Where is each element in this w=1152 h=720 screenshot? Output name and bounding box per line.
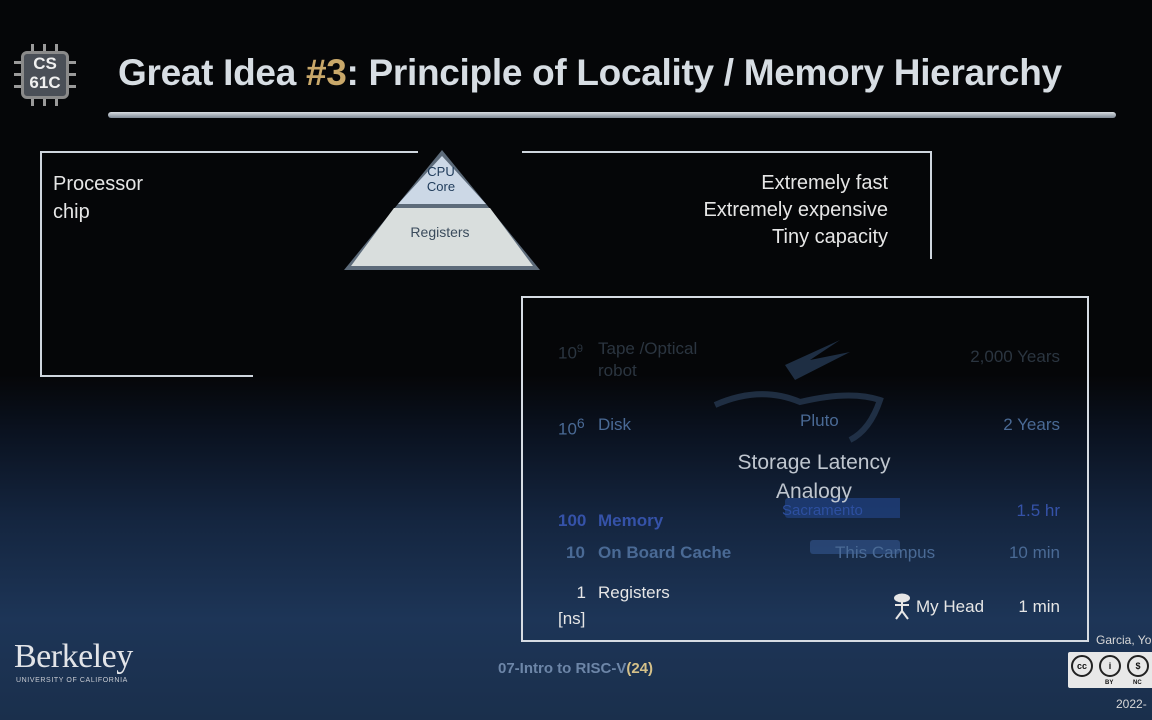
memory-hierarchy-pyramid — [344, 150, 540, 270]
chip-frame-top — [40, 151, 418, 153]
row-registers-place: My Head — [916, 597, 985, 616]
title-rest: : Principle of Locality / Memory Hierarc… — [346, 52, 1063, 93]
author-credit: Garcia, Yo — [1096, 633, 1152, 647]
row-memory-time: 1.5 hr — [1016, 501, 1060, 520]
chip-frame-right — [930, 151, 932, 259]
creative-commons-badge: cc i $ BY NC — [1068, 652, 1152, 688]
nc-icon: $ — [1127, 655, 1149, 677]
title-underline — [108, 112, 1116, 118]
berkeley-logo: Berkeley UNIVERSITY OF CALIFORNIA — [14, 638, 133, 685]
registers-tier-label: Registers — [410, 224, 470, 240]
row-memory-place: Sacramento — [782, 502, 863, 519]
row-cache-name: On Board Cache — [598, 543, 732, 562]
slide-number: (24) — [626, 660, 654, 677]
row-memory-exp: 100 — [558, 511, 587, 530]
by-icon: i — [1099, 655, 1121, 677]
slide-title: Great Idea #3: Principle of Locality / M… — [118, 50, 1128, 96]
processor-chip-label: Processor chip — [53, 170, 143, 226]
cpu-core-line1: CPU — [427, 164, 455, 179]
property-capacity: Tiny capacity — [772, 226, 888, 248]
logo-text: CS 61C — [29, 54, 61, 92]
cc-nc-label: NC — [1133, 680, 1142, 686]
property-cost: Extremely expensive — [703, 199, 888, 221]
title-prefix: Great Idea — [118, 52, 306, 93]
berkeley-subtitle: UNIVERSITY OF CALIFORNIA — [16, 677, 128, 684]
row-memory-name: Memory — [598, 511, 664, 530]
analogy-title-line1: Storage Latency — [737, 451, 891, 474]
row-registers-exp: 1 — [576, 583, 586, 602]
row-tape-time: 2,000 Years — [970, 347, 1060, 366]
chip-frame-bottom — [40, 375, 253, 377]
cc-by-label: BY — [1105, 680, 1114, 686]
row-tape-exp: 109 — [558, 343, 584, 363]
analogy-title-line2: Analogy — [776, 480, 852, 503]
cc-icon: cc — [1071, 655, 1093, 677]
row-disk-name: Disk — [598, 415, 632, 434]
faded-analogy-graphics — [713, 340, 900, 554]
row-disk-place: Pluto — [800, 411, 839, 430]
storage-latency-analogy-box — [521, 296, 1089, 642]
lecture-title: 07-Intro to RISC-V — [498, 660, 627, 677]
term-year: 2022- — [1116, 697, 1147, 711]
pyramid-registers-tier — [351, 208, 533, 266]
row-registers-time: 1 min — [1018, 597, 1060, 616]
chip-logo-body — [21, 51, 69, 99]
berkeley-wordmark: Berkeley — [14, 638, 133, 675]
cs61c-logo: CS 61C — [14, 44, 76, 106]
row-registers-name: Registers — [598, 583, 670, 602]
row-cache-time: 10 min — [1008, 543, 1060, 562]
chip-label-line2: chip — [53, 201, 90, 223]
lecture-footer: 07-Intro to RISC-V(24) — [498, 660, 653, 678]
analogy-title: Storage Latency Analogy — [720, 448, 908, 506]
cpu-core-line2: Core — [426, 179, 456, 194]
row-disk-time: 2 Years — [1003, 415, 1060, 434]
latency-unit: [ns] — [558, 609, 586, 628]
cpu-core-label: CPU Core — [412, 164, 470, 194]
register-properties: Extremely fast Extremely expensive Tiny … — [600, 170, 888, 251]
person-icon — [894, 593, 910, 620]
property-speed: Extremely fast — [761, 172, 888, 194]
row-disk-exp: 106 — [558, 415, 585, 439]
title-accent: #3 — [305, 52, 347, 93]
chip-frame-left — [40, 151, 42, 377]
pyramid-cpu-tier — [398, 156, 486, 204]
row-cache-exp: 10 — [566, 543, 585, 562]
row-cache-place: This Campus — [835, 543, 936, 562]
chip-frame-top-right — [522, 151, 932, 153]
chip-label-line1: Processor — [53, 173, 144, 195]
